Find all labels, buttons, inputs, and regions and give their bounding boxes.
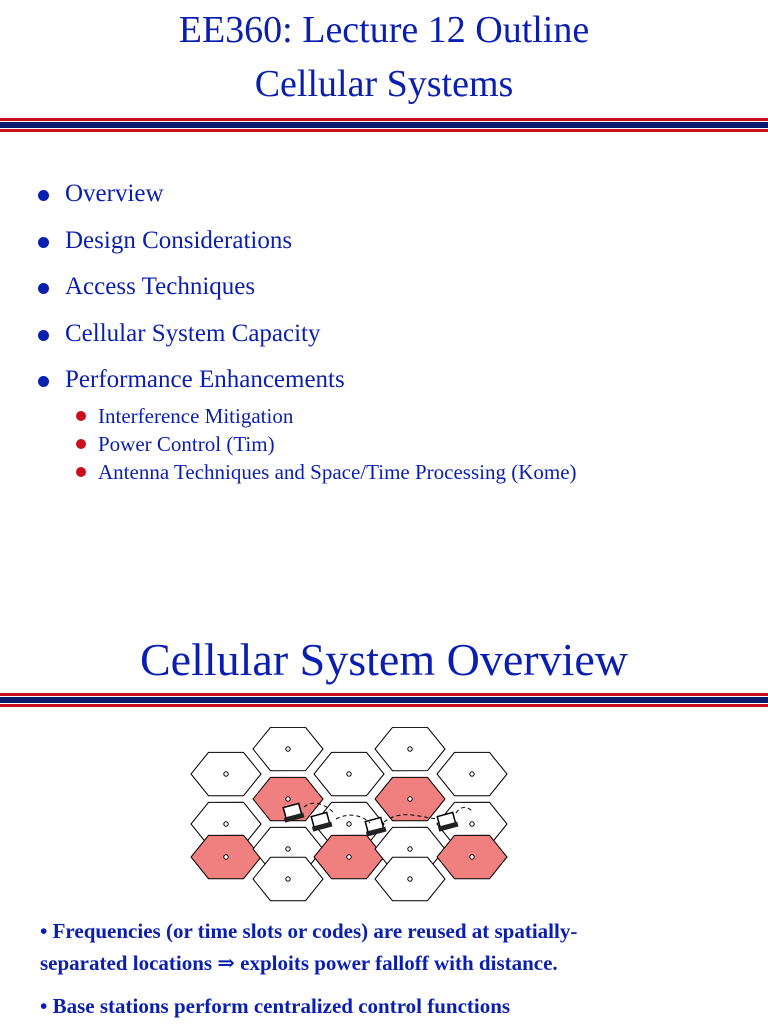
base-station-icon <box>223 771 229 777</box>
outline-bullet: Design Considerations <box>36 225 345 256</box>
overview-text-line1: • Frequencies (or time slots or codes) a… <box>40 919 578 943</box>
sub-bullet-dot-icon <box>76 439 86 449</box>
base-station-icon <box>469 854 475 860</box>
outline-bullet: Performance Enhancements <box>36 364 345 395</box>
base-station-icon <box>469 821 475 827</box>
slide1-title-line2: Cellular Systems <box>254 63 514 105</box>
mobility-path <box>383 814 439 823</box>
outline-sub-bullet-list: Interference Mitigation Power Control (T… <box>76 402 577 486</box>
base-station-icon <box>285 796 291 802</box>
bullet-dot-icon <box>38 236 49 248</box>
base-station-icon <box>407 876 413 882</box>
mobile-terminal-icon <box>436 811 459 832</box>
outline-sub-bullet: Power Control (Tim) <box>76 430 577 458</box>
outline-bullet: Overview <box>36 178 345 209</box>
base-station-icon <box>407 796 413 802</box>
base-station-icon <box>469 771 475 777</box>
outline-sub-bullet: Interference Mitigation <box>76 402 577 430</box>
mobility-path <box>455 807 473 814</box>
base-station-icon <box>346 821 352 827</box>
hexagonal-cell-diagram <box>190 727 508 902</box>
base-station-icon <box>407 846 413 852</box>
base-station-icon <box>285 746 291 752</box>
slide2-title: Cellular System Overview <box>139 634 628 685</box>
bullet-dot-icon <box>38 190 49 201</box>
slide1-title-line1: EE360: Lecture 12 Outline <box>178 9 590 51</box>
base-station-icon <box>407 746 413 752</box>
outline-bullet-list: Overview Design Considerations Access Te… <box>36 178 345 411</box>
mobile-terminal-icon <box>364 816 387 837</box>
sub-bullet-dot-icon <box>76 411 86 421</box>
outline-sub-bullet: Antenna Techniques and Space/Time Proces… <box>76 458 577 486</box>
bullet-dot-icon <box>38 376 49 387</box>
sub-bullet-dot-icon <box>76 467 86 477</box>
base-station-icon <box>285 846 291 852</box>
mobile-terminal-icon <box>310 811 333 832</box>
outline-bullet: Access Techniques <box>36 271 345 302</box>
mobility-path <box>303 802 335 814</box>
overview-text-block: • Frequencies (or time slots or codes) a… <box>40 915 577 979</box>
mobility-path <box>335 814 371 824</box>
base-station-icon <box>285 876 291 882</box>
base-station-icon <box>346 771 352 777</box>
base-station-icon <box>223 821 229 827</box>
base-station-icon <box>223 854 229 860</box>
bullet-dot-icon <box>38 283 49 294</box>
outline-bullet: Cellular System Capacity <box>36 318 345 349</box>
bullet-dot-icon <box>38 329 49 341</box>
base-station-icon <box>346 854 352 860</box>
overview-text-line3: • Base stations perform centralized cont… <box>40 994 511 1018</box>
overview-text-line2: separated locations ⇒ exploits power fal… <box>40 951 558 975</box>
mobile-terminal-icon <box>282 802 305 823</box>
